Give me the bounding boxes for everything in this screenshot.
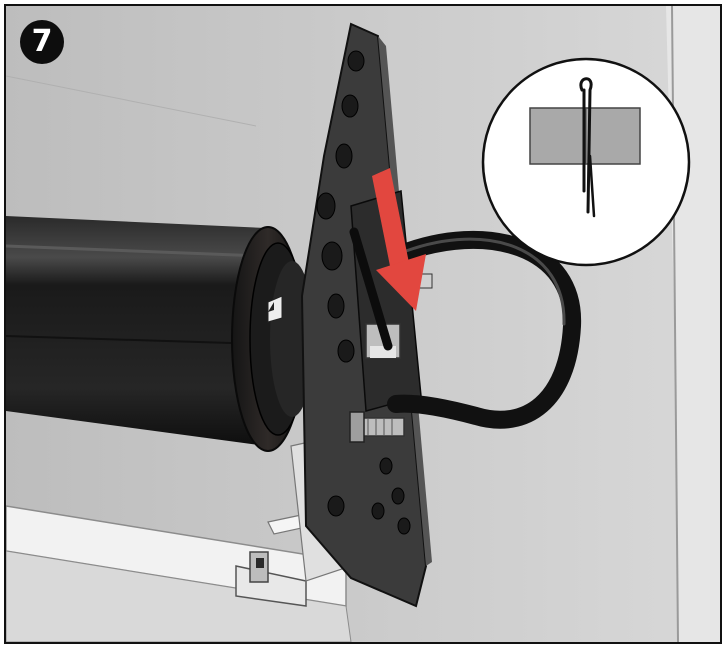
step-number-badge: 7	[20, 20, 64, 64]
split-pin-icon	[579, 77, 593, 214]
locking-pin	[349, 227, 393, 351]
illustration-frame: 7	[4, 4, 722, 644]
fixing-bolt	[349, 411, 405, 443]
bracket-holes	[316, 50, 411, 535]
installation-illustration	[6, 6, 720, 642]
down-arrow-icon	[372, 168, 426, 311]
detail-callout	[481, 57, 691, 267]
roller-tube	[6, 216, 266, 446]
